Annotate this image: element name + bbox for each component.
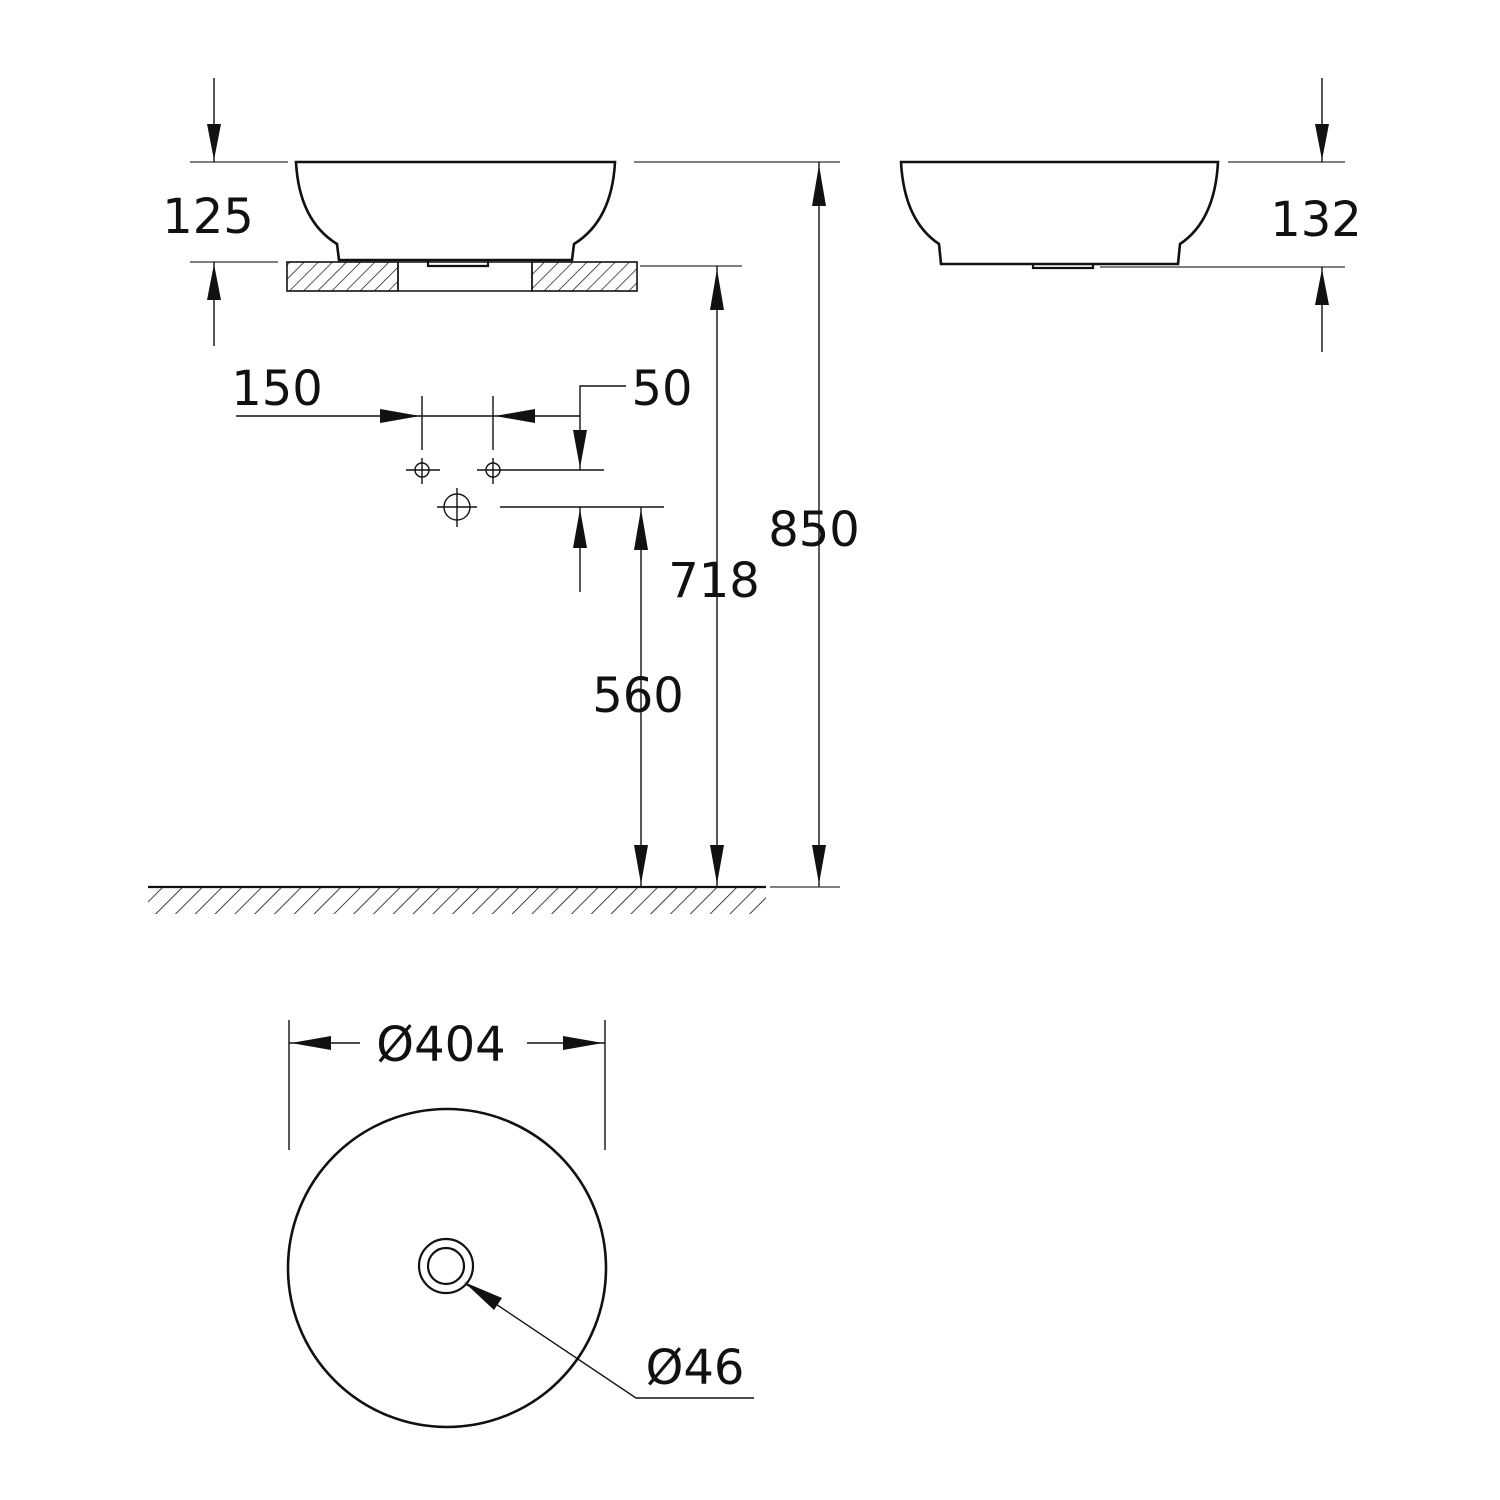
arrow-50-down (573, 430, 587, 468)
tap-hole-right-icon (477, 458, 511, 484)
arrow-850-down (812, 845, 826, 884)
leader-50 (579, 385, 626, 470)
dim-label-50: 50 (631, 361, 692, 417)
arrow-46 (464, 1282, 502, 1310)
tap-hole-left-icon (406, 458, 440, 484)
arrow-150-right (380, 409, 420, 423)
basin-plan-outline (286, 1107, 608, 1429)
waste-outlet-side (1031, 264, 1095, 270)
dim-label-132: 132 (1270, 192, 1362, 248)
arrow-718-up (710, 269, 724, 310)
arrow-132-down (1315, 124, 1329, 160)
height-dimensions: 850 718 560 (592, 161, 860, 888)
floor (148, 885, 766, 914)
basin-side-outline (899, 160, 1220, 266)
arrow-560-up (634, 509, 648, 550)
arrow-125-up (207, 264, 221, 300)
dim-label-850: 850 (768, 502, 860, 558)
arrow-50-up (573, 509, 587, 548)
arrow-150-left (495, 409, 535, 423)
dim-label-125: 125 (162, 189, 254, 245)
waste-hole-icon (437, 488, 477, 527)
arrow-125-down (207, 124, 221, 160)
dim-label-46: Ø46 (646, 1340, 745, 1396)
arrow-404-left (291, 1036, 331, 1050)
waste-outer-ring (417, 1237, 475, 1295)
front-elevation: 125 (162, 78, 638, 346)
arrow-132-up (1315, 269, 1329, 305)
waste-inner-ring (426, 1246, 466, 1286)
top-plan: Ø404 Ø46 (286, 1017, 754, 1429)
dim-label-718: 718 (668, 553, 760, 609)
leader-46 (465, 1283, 754, 1399)
arrow-404-right (563, 1036, 603, 1050)
arrow-560-down (634, 845, 648, 884)
arrow-718-down (710, 845, 724, 884)
dim-label-404: Ø404 (376, 1017, 505, 1073)
basin-front-outline (294, 160, 617, 262)
wall-fixing-plan: 150 50 (231, 361, 693, 592)
countertop-left (286, 261, 399, 292)
side-elevation: 132 (899, 78, 1362, 352)
countertop-right (531, 261, 638, 292)
dim-label-150: 150 (231, 361, 323, 417)
arrow-850-up (812, 165, 826, 206)
waste-outlet-front (426, 260, 490, 268)
dim-label-560: 560 (592, 668, 684, 724)
